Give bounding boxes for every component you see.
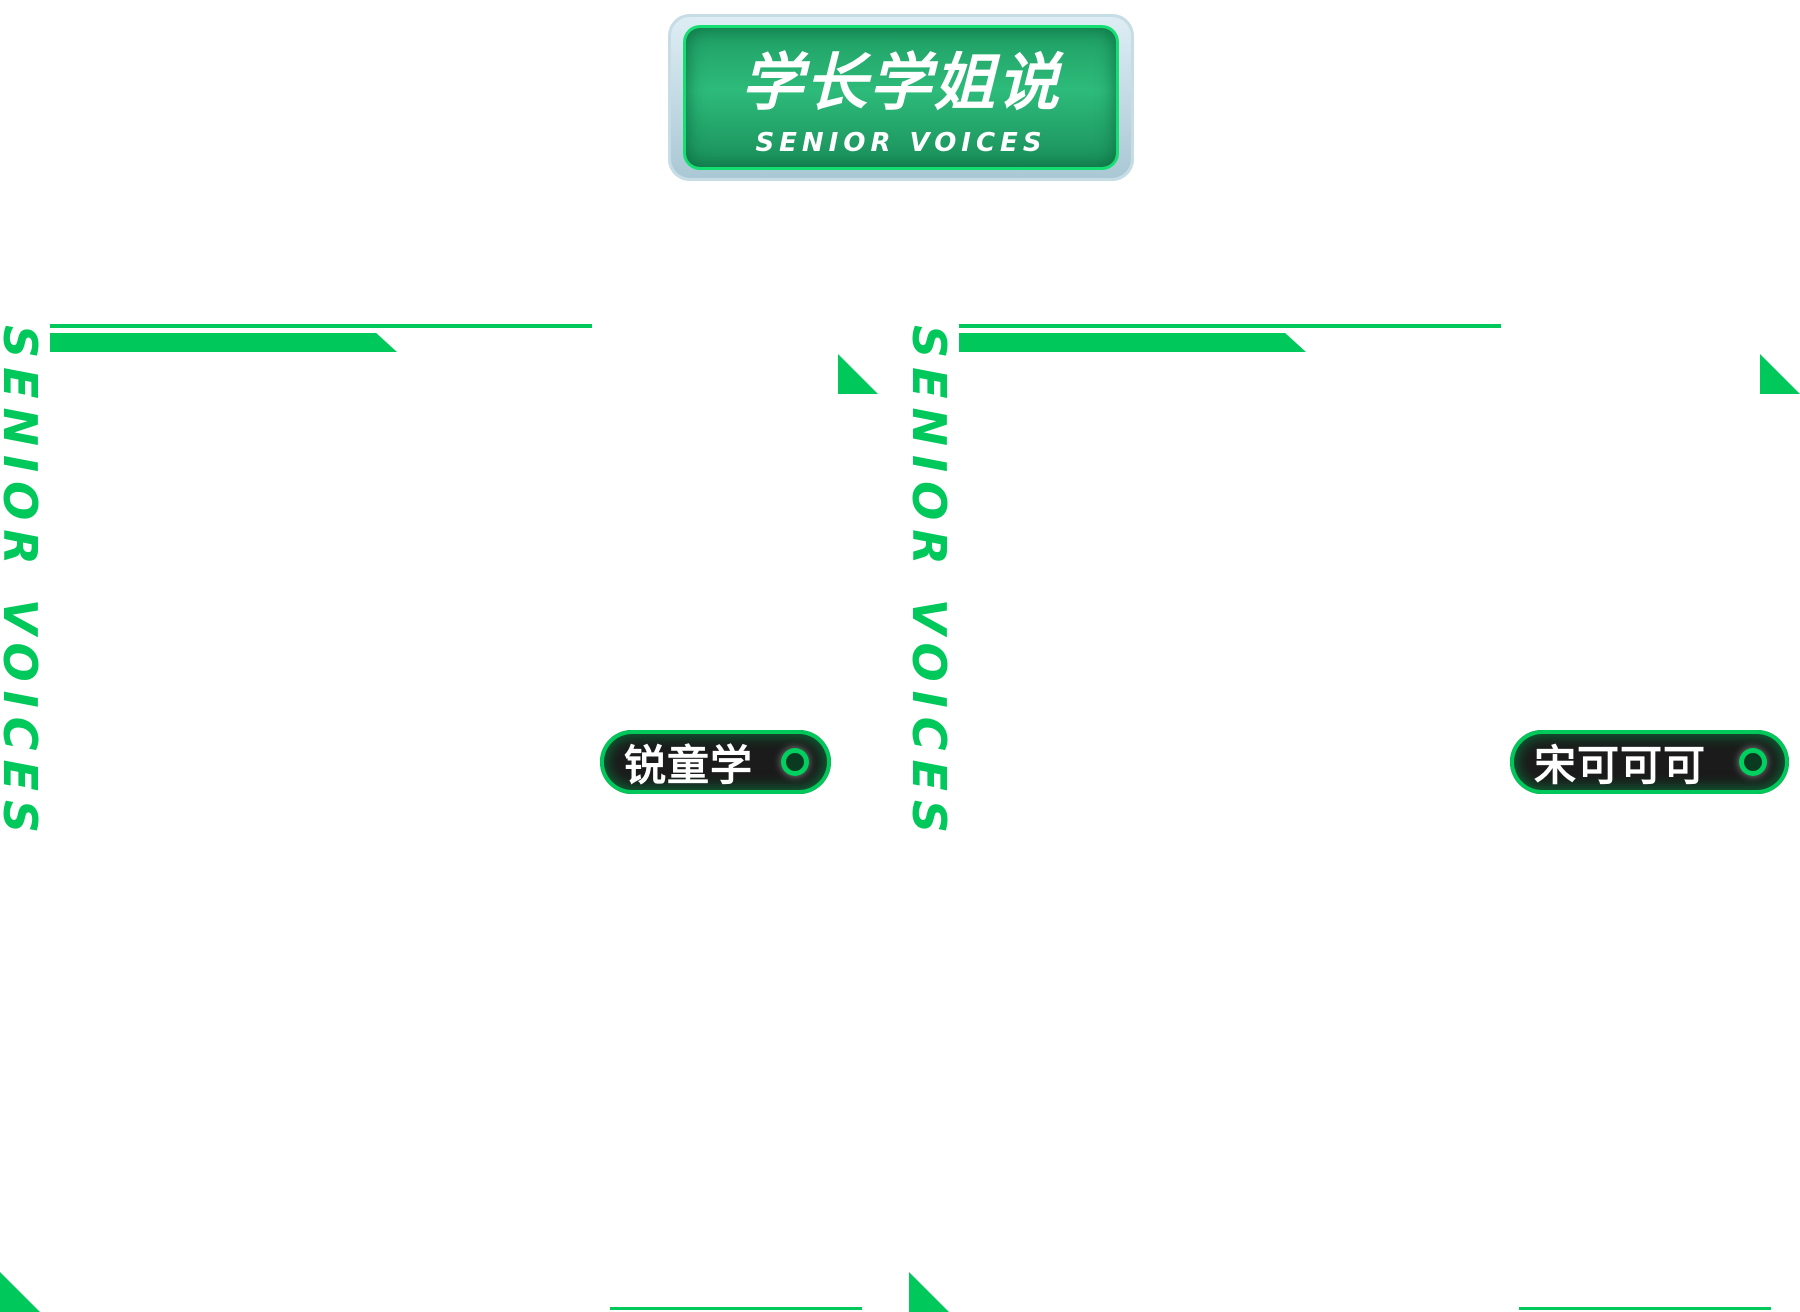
top-accent-bar xyxy=(959,333,1306,352)
corner-triangle-top xyxy=(838,354,878,394)
section-banner: 学长学姐说 SENIOR VOICES xyxy=(668,14,1134,181)
top-divider-line xyxy=(959,324,1501,328)
banner-title: 学长学姐说 xyxy=(740,46,1061,119)
name-tag: 锐童学 xyxy=(600,730,831,794)
profile-card-left: SENIOR VOICES 锐童学 xyxy=(0,324,878,1312)
corner-triangle-top xyxy=(1760,354,1800,394)
name-label: 锐童学 xyxy=(624,740,754,790)
banner-plate: 学长学姐说 SENIOR VOICES xyxy=(686,28,1116,167)
vertical-side-text: SENIOR VOICES xyxy=(902,325,956,843)
corner-triangle-bottom xyxy=(0,1272,40,1312)
corner-triangle-bottom xyxy=(909,1272,949,1312)
name-label: 宋可可可 xyxy=(1534,740,1707,790)
name-tag: 宋可可可 xyxy=(1510,730,1789,794)
bottom-divider-line xyxy=(1519,1307,1771,1310)
status-dot-icon xyxy=(781,748,809,776)
status-dot-icon xyxy=(1739,748,1767,776)
top-divider-line xyxy=(50,324,592,328)
bottom-divider-line xyxy=(610,1307,862,1310)
vertical-side-text: SENIOR VOICES xyxy=(0,325,47,843)
banner-subtitle: SENIOR VOICES xyxy=(755,128,1047,158)
top-accent-bar xyxy=(50,333,397,352)
profile-card-right: SENIOR VOICES 宋可可可 xyxy=(902,0,1800,1312)
